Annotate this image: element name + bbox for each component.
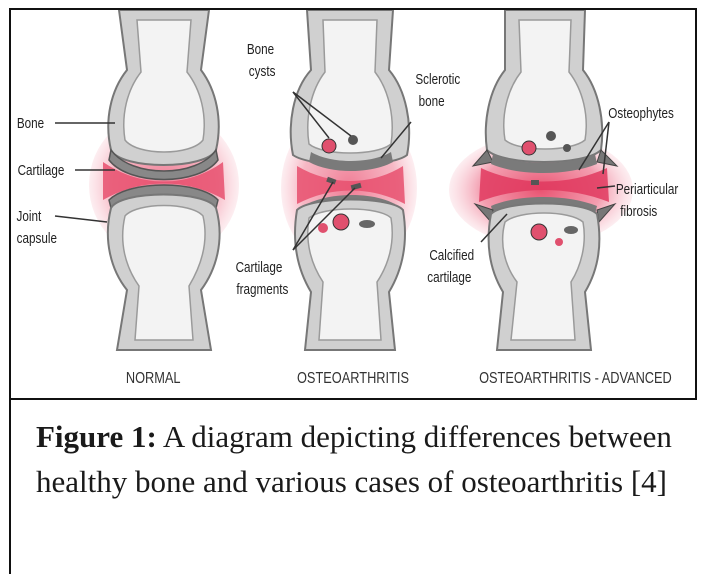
label-cartilage: Cartilage — [18, 162, 65, 179]
label-cartilage-fragments-line2: fragments — [236, 281, 288, 298]
label-bone: Bone — [17, 115, 44, 132]
label-calcified-cartilage-line1: Calcified — [429, 247, 474, 264]
normal-joint — [55, 10, 239, 350]
caption-left-border — [9, 398, 11, 574]
label-periarticular-fibrosis-line2: fibrosis — [620, 203, 657, 220]
panel-title-advanced: OSTEOARTHRITIS - ADVANCED — [479, 370, 672, 388]
osteoarthritis-joint — [281, 10, 417, 350]
panel-title-normal: NORMAL — [126, 370, 181, 388]
label-sclerotic-bone-line2: bone — [419, 93, 445, 110]
figure-caption: Figure 1: A diagram depicting difference… — [36, 414, 676, 504]
bone-cyst — [333, 214, 349, 230]
bone-cyst — [348, 135, 358, 145]
label-bone-cysts-line1: Bone — [247, 41, 274, 58]
label-cartilage-fragments-line1: Cartilage — [236, 259, 283, 276]
caption-label: Figure 1: — [36, 419, 157, 454]
panel-title-osteoarthritis: OSTEOARTHRITIS — [297, 370, 409, 388]
osteoarthritis-diagram: Bone Cartilage Joint capsule NORMAL Bone… — [11, 10, 695, 398]
diagram-frame: Bone Cartilage Joint capsule NORMAL Bone… — [9, 8, 697, 400]
label-calcified-cartilage-line2: cartilage — [427, 269, 471, 286]
label-joint-capsule-line2: capsule — [17, 230, 57, 247]
label-sclerotic-bone-line1: Sclerotic — [415, 71, 460, 88]
label-bone-cysts-line2: cysts — [249, 63, 276, 80]
bone-cyst — [322, 139, 336, 153]
label-periarticular-fibrosis-line1: Periarticular — [616, 181, 679, 198]
label-osteophytes: Osteophytes — [608, 105, 674, 122]
label-joint-capsule-line1: Joint — [17, 208, 42, 225]
advanced-osteoarthritis-joint — [449, 10, 633, 350]
